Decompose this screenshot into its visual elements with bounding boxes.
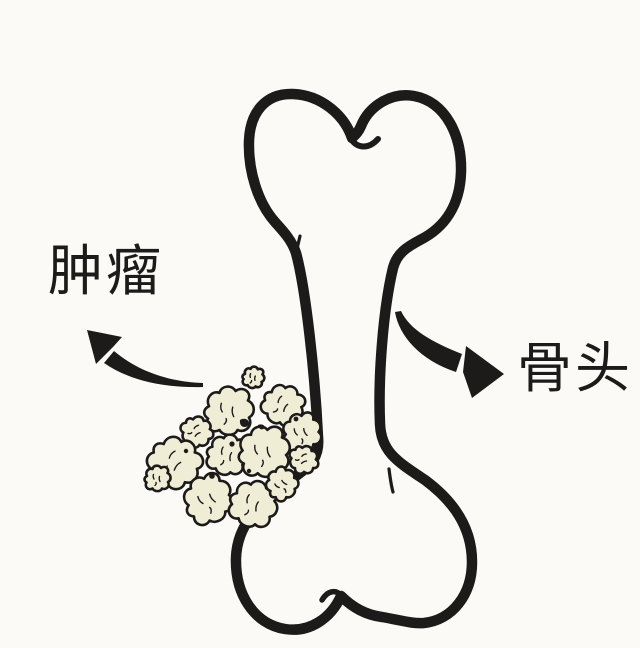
bone-top-notch-hook <box>348 136 381 150</box>
arrow-to-bone-icon <box>395 311 504 398</box>
tumor-blob <box>240 364 267 391</box>
bone-illustration <box>230 88 478 635</box>
tumor-shadow-accent <box>229 441 235 447</box>
arrow-to-tumor-icon <box>87 330 203 388</box>
bone-brush-spur-left <box>293 234 302 262</box>
tumor-cluster <box>137 364 328 536</box>
tumor-shadow-accent <box>209 473 215 479</box>
bone-bottom-notch-hook <box>319 589 345 603</box>
tumor-shadow-accent <box>258 424 265 430</box>
tumor-shadow-accent <box>246 468 252 474</box>
bone-brush-spur-right <box>387 467 395 494</box>
tumor-shadow-accent <box>293 416 299 422</box>
tumor-blob <box>143 465 172 492</box>
tumor-shadow-accent <box>239 418 250 428</box>
bone-label: 骨头 <box>517 337 634 399</box>
tumor-label: 肿瘤 <box>48 240 165 302</box>
tumor-shadow-accent <box>183 448 189 454</box>
bone-outline <box>230 88 478 635</box>
